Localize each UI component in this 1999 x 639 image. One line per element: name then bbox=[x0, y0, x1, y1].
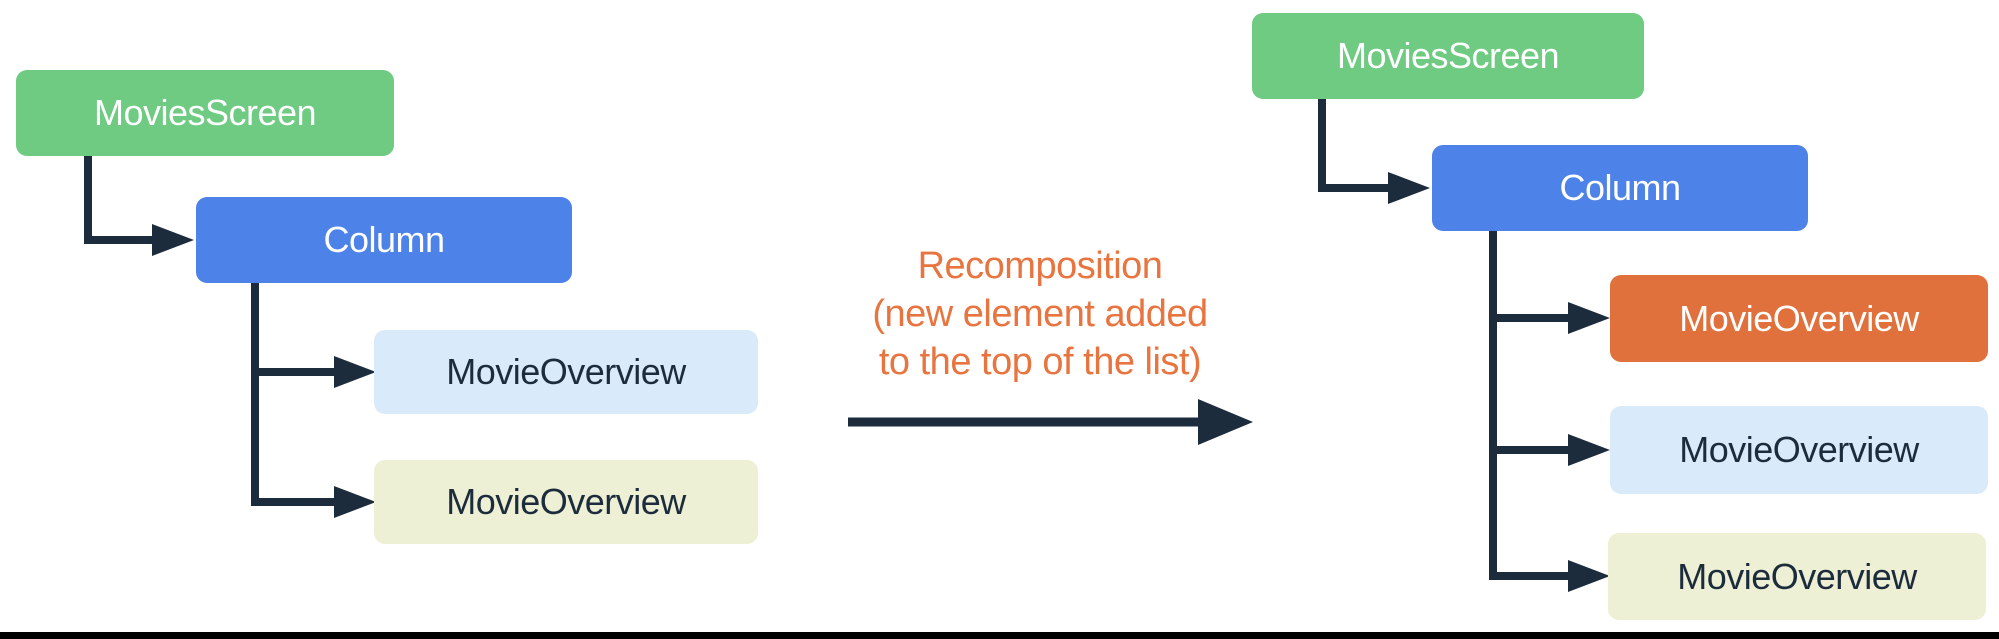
left-arrowhead-movieoverview1-icon bbox=[334, 356, 376, 388]
right-tree-node-movieoverview-1: MovieOverview bbox=[1610, 406, 1988, 494]
node-label: MovieOverview bbox=[1679, 429, 1919, 470]
annotation-line-1: Recomposition bbox=[917, 245, 1163, 287]
node-label: Column bbox=[323, 219, 445, 260]
right-arrowhead-movieoverview-new-icon bbox=[1568, 302, 1610, 334]
right-elbow-arrow-column-to-children bbox=[1489, 231, 1568, 580]
right-arrowhead-movieoverview1-icon bbox=[1568, 434, 1610, 466]
right-tree-node-movieoverview-new: MovieOverview bbox=[1610, 275, 1988, 362]
node-label: MovieOverview bbox=[446, 351, 686, 392]
left-elbow-arrow-column-to-children bbox=[251, 283, 334, 506]
left-tree-node-movieoverview-2: MovieOverview bbox=[374, 460, 758, 544]
recomposition-arrowhead-icon bbox=[1198, 399, 1253, 445]
right-tree-node-movieoverview-2: MovieOverview bbox=[1608, 533, 1986, 620]
node-label: MoviesScreen bbox=[1336, 35, 1560, 76]
annotation-line-2: (new element added bbox=[872, 293, 1208, 335]
node-label: Column bbox=[1559, 167, 1681, 208]
left-arrowhead-column-icon bbox=[152, 224, 194, 256]
right-tree-node-moviesscreen: MoviesScreen bbox=[1252, 13, 1644, 99]
node-label: MoviesScreen bbox=[93, 92, 317, 133]
left-tree-node-movieoverview-1: MovieOverview bbox=[374, 330, 758, 414]
bottom-border-bar bbox=[0, 632, 1999, 639]
annotation-line-3: to the top of the list) bbox=[878, 341, 1202, 383]
node-label: MovieOverview bbox=[446, 481, 686, 522]
recomposition-annotation: Recomposition (new element added to the … bbox=[820, 242, 1260, 386]
right-tree-node-column: Column bbox=[1432, 145, 1808, 231]
right-elbow-arrow-moviesscreen-to-column bbox=[1318, 99, 1388, 192]
left-arrowhead-movieoverview2-icon bbox=[334, 486, 376, 518]
left-tree-node-moviesscreen: MoviesScreen bbox=[16, 70, 394, 156]
right-arrowhead-column-icon bbox=[1388, 172, 1430, 204]
left-elbow-arrow-moviesscreen-to-column bbox=[84, 156, 152, 244]
left-tree-node-column: Column bbox=[196, 197, 572, 283]
node-label: MovieOverview bbox=[1677, 555, 1917, 597]
node-label: MovieOverview bbox=[1679, 297, 1919, 339]
right-arrowhead-movieoverview2-icon bbox=[1568, 560, 1610, 592]
